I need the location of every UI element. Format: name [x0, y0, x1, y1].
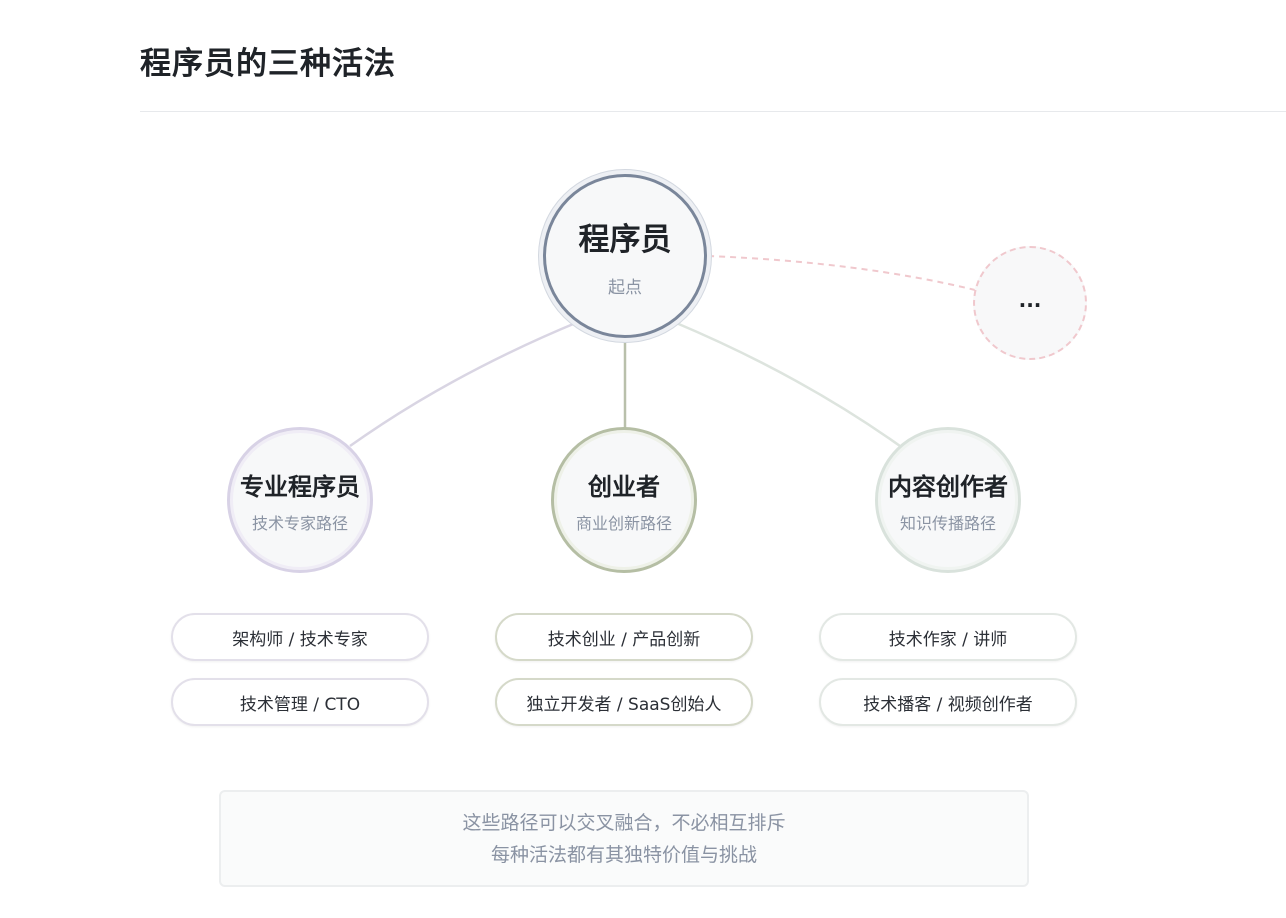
branch-node-name: 内容创作者	[888, 472, 1008, 501]
role-pill: 技术播客 / 视频创作者	[819, 678, 1077, 726]
connector-root-pro	[349, 320, 579, 448]
branch-node-creator: 内容创作者 知识传播路径	[875, 427, 1021, 573]
root-node: 程序员 起点	[543, 174, 707, 338]
root-node-name: 程序员	[578, 222, 672, 258]
role-pill: 技术创业 / 产品创新	[495, 613, 753, 661]
summary-note-line: 每种活法都有其独特价值与挑战	[490, 843, 757, 866]
title-divider	[140, 111, 1286, 112]
summary-note-line: 这些路径可以交叉融合，不必相互排斥	[462, 811, 786, 834]
branch-node-subtitle: 技术专家路径	[251, 513, 348, 533]
role-pill: 技术作家 / 讲师	[819, 613, 1077, 661]
role-pill: 技术管理 / CTO	[171, 678, 429, 726]
root-node-subtitle: 起点	[608, 278, 642, 298]
connector-root-more	[707, 255, 976, 291]
role-pill: 独立开发者 / SaaS创始人	[495, 678, 753, 726]
summary-note: 这些路径可以交叉融合，不必相互排斥 每种活法都有其独特价值与挑战	[219, 790, 1029, 887]
branch-node-startup: 创业者 商业创新路径	[551, 427, 697, 573]
more-node-label: ...	[1018, 288, 1042, 312]
role-pill: 架构师 / 技术专家	[171, 613, 429, 661]
more-node: ...	[973, 246, 1087, 360]
page-title: 程序员的三种活法	[140, 46, 396, 82]
branch-node-subtitle: 知识传播路径	[899, 513, 996, 533]
branch-node-subtitle: 商业创新路径	[575, 513, 672, 533]
connector-root-creator	[673, 320, 901, 448]
branch-node-name: 专业程序员	[240, 472, 360, 501]
branch-node-pro: 专业程序员 技术专家路径	[227, 427, 373, 573]
branch-node-name: 创业者	[588, 472, 660, 501]
